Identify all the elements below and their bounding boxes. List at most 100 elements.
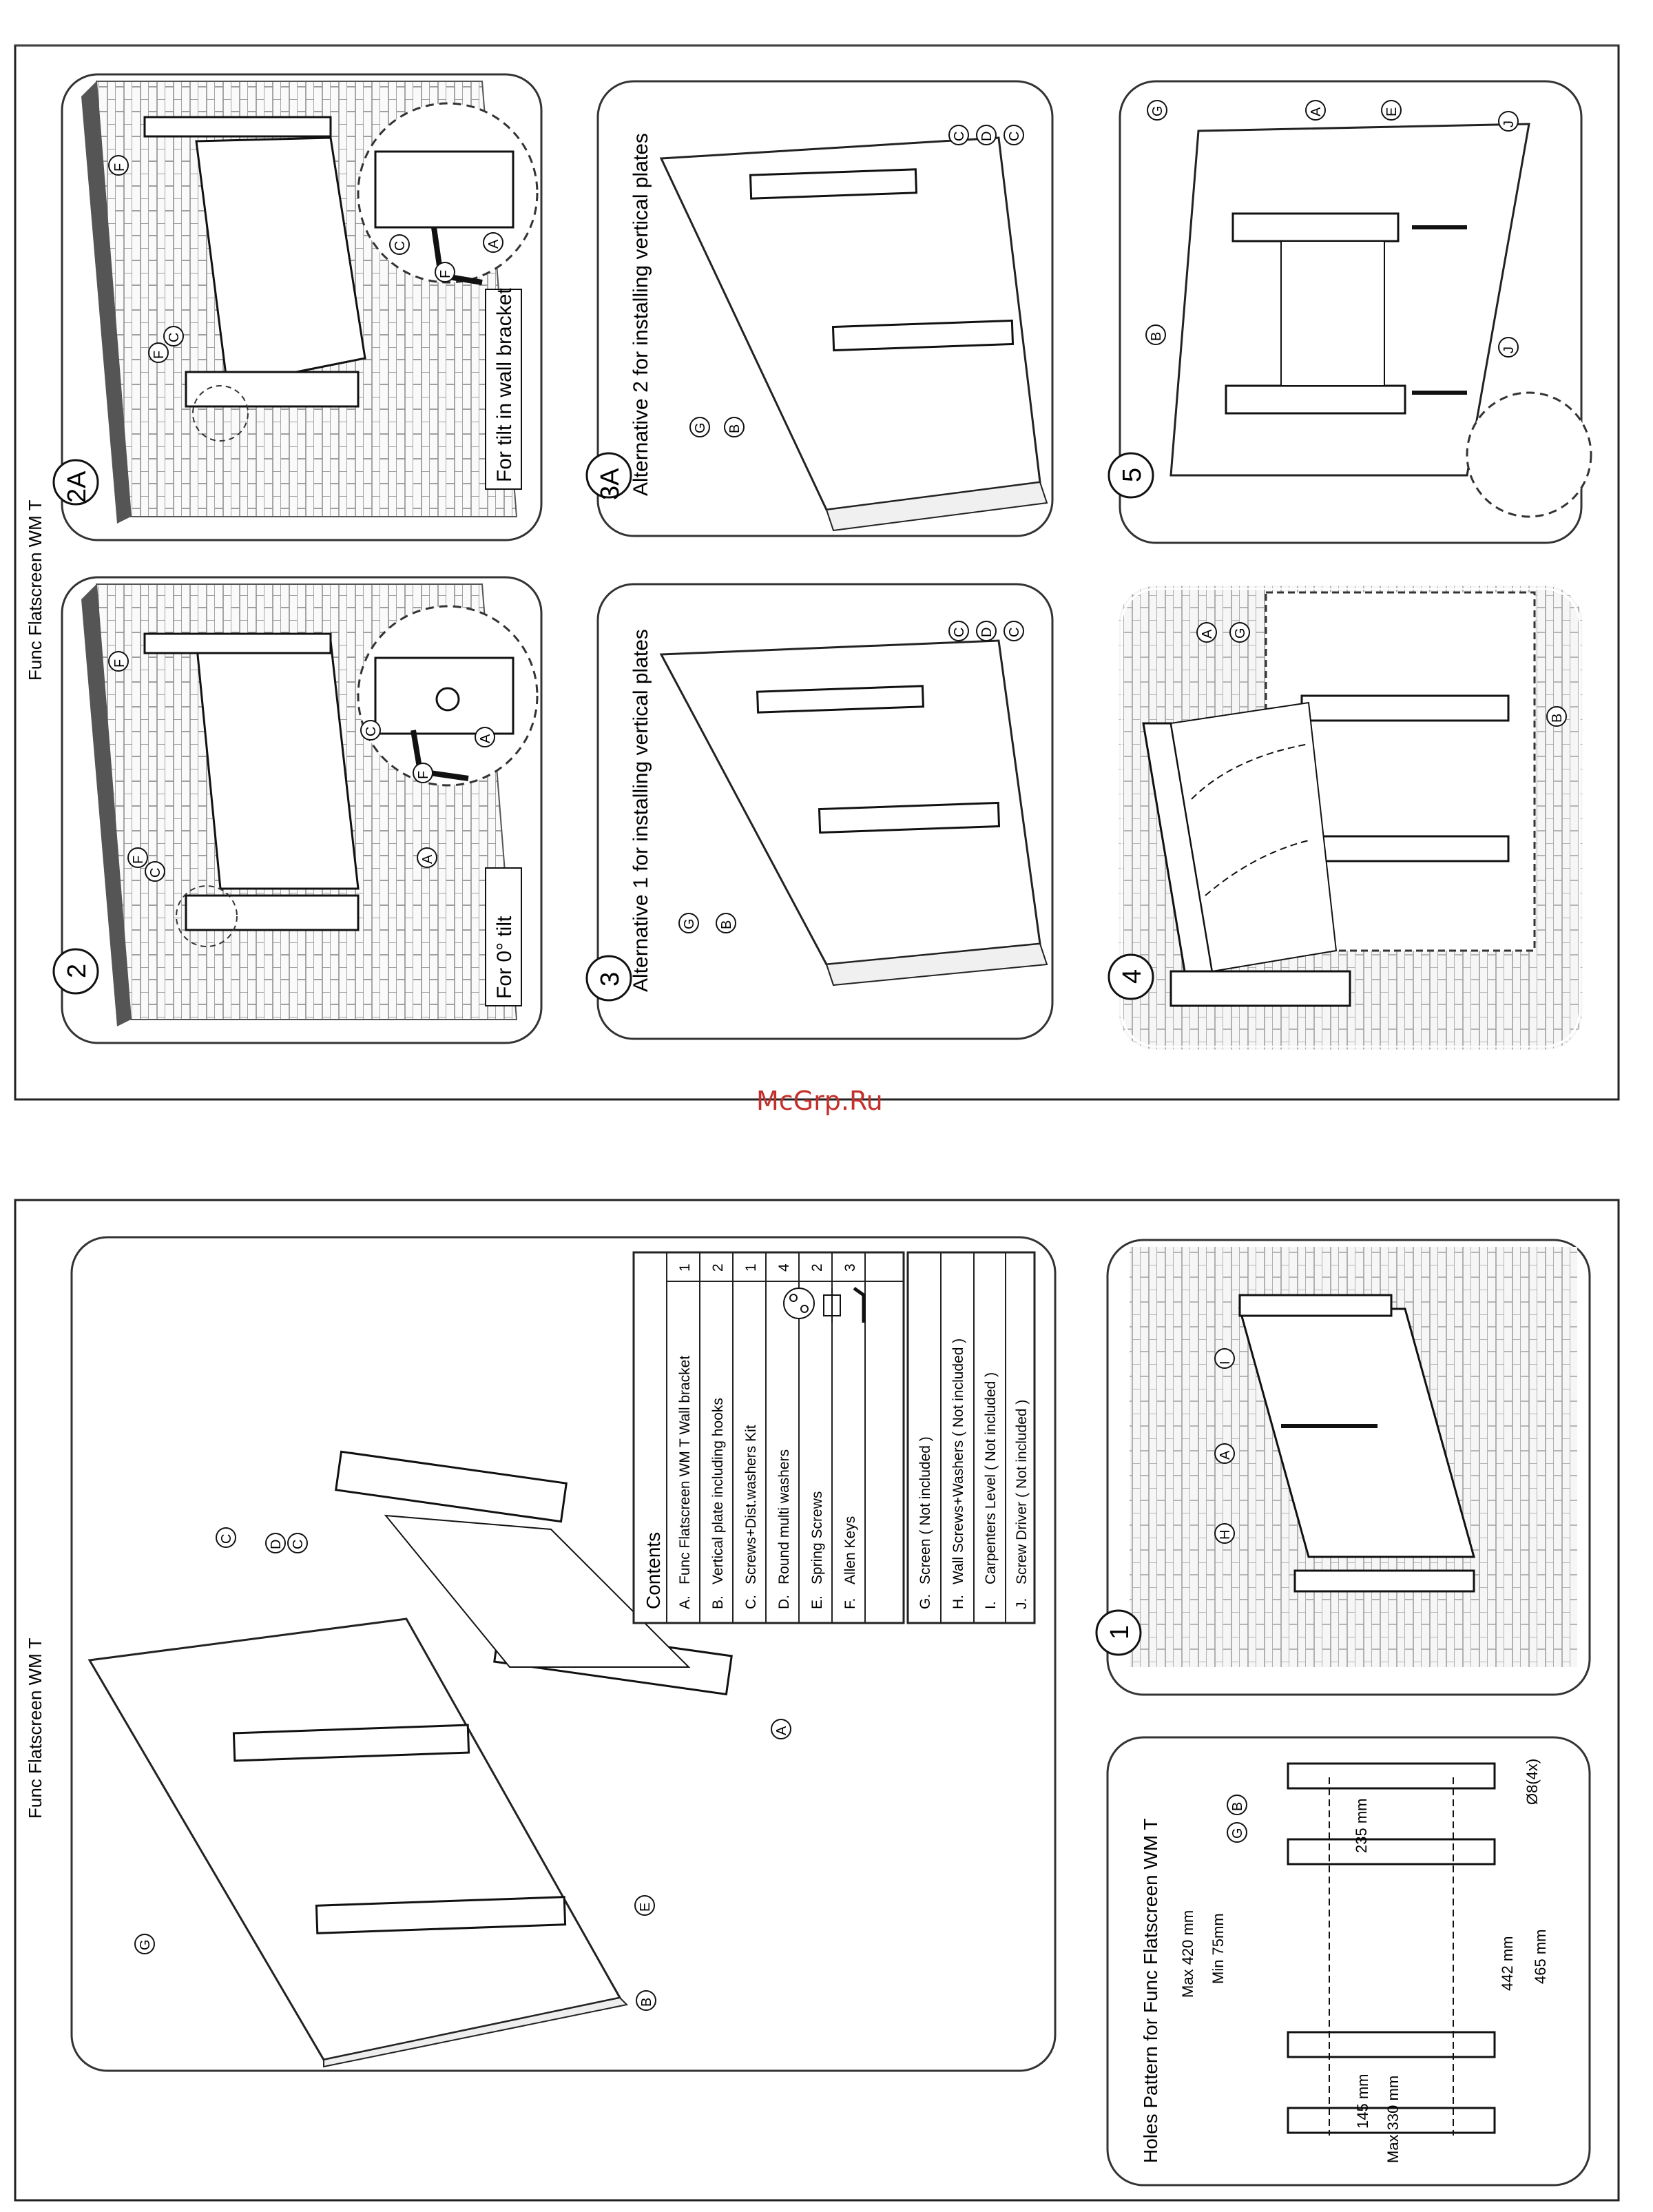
bottom-page-frame	[14, 1199, 1620, 2202]
svg-text:F: F	[112, 659, 127, 668]
svg-text:G: G	[138, 1939, 153, 1950]
step-number-5: 5	[1118, 468, 1147, 482]
contents-letter-j: J.	[1014, 1598, 1030, 1609]
holes-pattern-panel: Holes Pattern for Func Flatscreen WM T 2…	[1106, 1736, 1591, 2187]
dim-max-330: Max 330 mm	[1384, 2076, 1402, 2163]
svg-text:D: D	[979, 628, 995, 637]
svg-text:G: G	[1150, 105, 1165, 116]
svg-text:E: E	[638, 1903, 653, 1912]
panel-4: 4 A G B	[1108, 586, 1583, 1050]
step-number-4: 4	[1118, 969, 1147, 984]
step-number-2: 2	[63, 964, 92, 978]
svg-text:A: A	[420, 854, 435, 864]
svg-text:B: B	[1230, 1802, 1245, 1811]
contents-qty-a: 1	[677, 1263, 693, 1272]
svg-text:F: F	[131, 856, 146, 864]
caption-3: Alternative 1 for installing vertical pl…	[630, 629, 652, 992]
svg-text:A: A	[478, 734, 493, 743]
caption-2a: For tilt in wall bracket	[493, 288, 516, 482]
svg-text:C: C	[952, 628, 967, 637]
panel-3: Alternative 1 for installing vertical pl…	[585, 583, 1054, 1040]
svg-text:B: B	[1550, 714, 1565, 723]
svg-text:C: C	[952, 132, 967, 141]
panel-2a: For tilt in wall bracket 2A F C F C F A	[52, 73, 543, 541]
svg-text:G: G	[1233, 628, 1248, 639]
contents-letter-e: E.	[809, 1595, 825, 1609]
contents-letter-a: A.	[677, 1595, 693, 1609]
contents-letter-d: D.	[776, 1595, 792, 1609]
bottom-page-header: Func Flatscreen WM T	[25, 1637, 45, 1819]
step-number-1: 1	[1105, 1625, 1134, 1640]
contents-letter-c: C.	[743, 1595, 759, 1609]
contents-item-f: Allen Keys	[842, 1516, 858, 1584]
svg-text:C: C	[148, 868, 163, 878]
svg-text:B: B	[639, 1998, 654, 2007]
contents-item-g: Screen ( Not included )	[917, 1436, 933, 1584]
step-number-3: 3	[596, 972, 625, 986]
contents-item-b: Vertical plate including hooks	[710, 1398, 726, 1584]
panel-3a: Alternative 2 for installing vertical pl…	[585, 80, 1054, 537]
svg-text:B: B	[727, 424, 742, 433]
dim-235: 235 mm	[1353, 1799, 1370, 1853]
svg-text:C: C	[167, 333, 182, 342]
svg-text:C: C	[291, 1540, 306, 1549]
svg-text:A: A	[774, 1726, 789, 1735]
contents-letter-g: G.	[917, 1594, 933, 1609]
svg-text:C: C	[393, 241, 408, 251]
panel-2: For 0° tilt 2 F C F A C F A	[52, 576, 543, 1044]
svg-text:E: E	[1384, 107, 1400, 116]
contents-item-a: Func Flatscreen WM T Wall bracket	[677, 1356, 693, 1584]
watermark-text: McGrp.Ru	[756, 1086, 883, 1116]
contents-item-j: Screw Driver ( Not included )	[1014, 1400, 1030, 1584]
contents-qty-e: 2	[809, 1263, 825, 1272]
contents-qty-c: 1	[743, 1263, 759, 1272]
panel-1: 1 H A I	[1095, 1239, 1591, 1696]
svg-text:H: H	[1218, 1530, 1233, 1540]
contents-letter-b: B.	[710, 1595, 726, 1609]
svg-text:F: F	[416, 771, 431, 779]
top-page-header: Func Flatscreen WM T	[25, 499, 45, 681]
caption-2: For 0° tilt	[493, 916, 516, 999]
contents-title: Contents	[643, 1532, 664, 1609]
svg-text:A: A	[1200, 629, 1215, 639]
svg-text:D: D	[269, 1540, 284, 1549]
dim-465: 465 mm	[1532, 1930, 1549, 1984]
svg-text:C: C	[1007, 628, 1022, 637]
dim-145: 145 mm	[1354, 2074, 1371, 2129]
contents-item-c: Screws+Dist.washers Kit	[743, 1425, 759, 1584]
svg-text:C: C	[1007, 132, 1022, 141]
step-number-2a: 2A	[63, 471, 92, 503]
contents-letter-h: H.	[950, 1595, 966, 1609]
step-number-3a: 3A	[596, 468, 625, 500]
svg-text:G: G	[693, 422, 708, 433]
holes-title: Holes Pattern for Func Flatscreen WM T	[1140, 1818, 1161, 2163]
svg-text:A: A	[486, 239, 501, 249]
top-header-text: Func Flatscreen WM T	[25, 499, 45, 681]
svg-text:J: J	[1501, 347, 1517, 353]
svg-text:G: G	[1230, 1828, 1245, 1839]
svg-text:I: I	[1218, 1361, 1233, 1365]
allen-key-icon	[853, 1286, 866, 1323]
contents-table: Contents A. Func Flatscreen WM T Wall br…	[632, 1251, 1036, 1624]
contents-letter-f: F.	[842, 1598, 858, 1609]
dim-442: 442 mm	[1499, 1936, 1516, 1991]
contents-item-e: Spring Screws	[809, 1491, 825, 1584]
svg-text:G: G	[682, 918, 697, 929]
contents-item-d: Round multi washers	[776, 1449, 792, 1584]
dim-diameter: Ø8(4x)	[1524, 1759, 1541, 1805]
svg-text:F: F	[438, 270, 453, 278]
panel-5: 5 G A E J B J	[1108, 80, 1592, 544]
contents-qty-b: 2	[710, 1263, 726, 1272]
svg-text:F: F	[112, 163, 127, 172]
spring-screw-icon	[823, 1288, 841, 1323]
bottom-header-text: Func Flatscreen WM T	[25, 1637, 45, 1819]
contents-item-h: Wall Screws+Washers ( Not included )	[950, 1338, 966, 1584]
svg-text:B: B	[719, 920, 734, 929]
dim-min-75: Min 75mm	[1209, 1913, 1227, 1984]
svg-text:A: A	[1218, 1450, 1233, 1460]
contents-qty-d: 4	[776, 1263, 792, 1272]
washer-icon	[783, 1288, 815, 1319]
svg-text:A: A	[1309, 107, 1324, 116]
dim-max-420: Max 420 mm	[1179, 1910, 1196, 1998]
